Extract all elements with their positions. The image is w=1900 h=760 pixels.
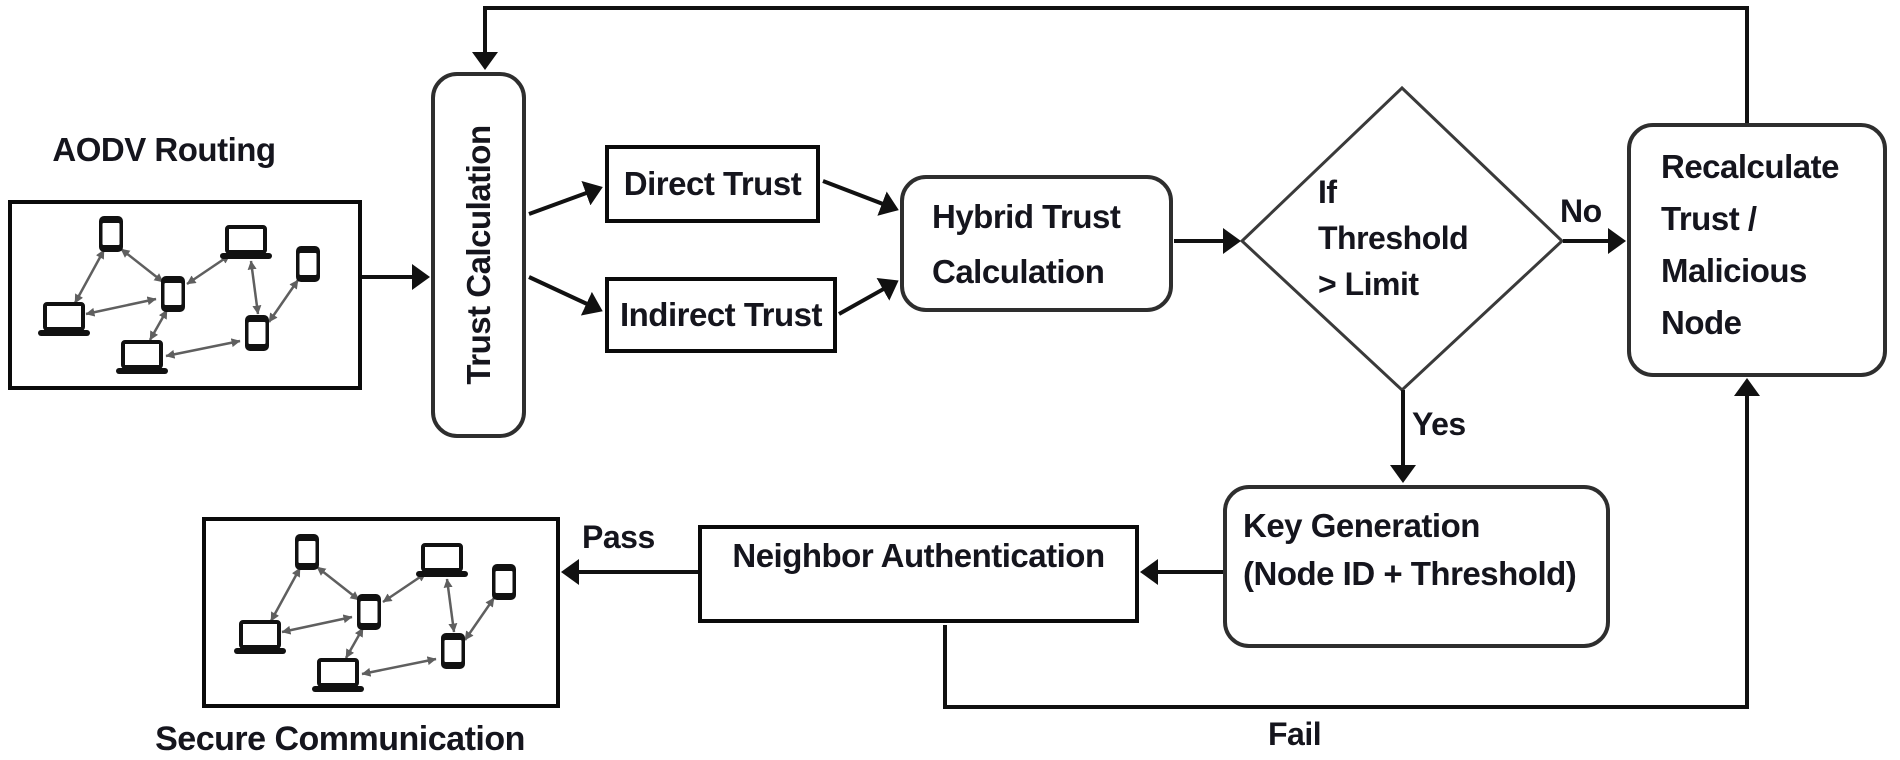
node-direct-trust: Direct Trust [605, 145, 820, 223]
trust-calculation-label: Trust Calculation [459, 125, 497, 385]
node-key-generation: Key Generation (Node ID + Threshold) [1223, 485, 1610, 648]
node-recalculate-trust-malicious: Recalculate Trust / Malicious Node [1627, 123, 1887, 377]
decision-line2: Threshold [1318, 220, 1469, 256]
aodv-network-box [8, 200, 362, 390]
neighbor-authentication-label: Neighbor Authentication [732, 537, 1105, 574]
edge-label-no: No [1560, 193, 1602, 229]
direct-trust-label: Direct Trust [623, 165, 802, 202]
hybrid-trust-line1: Hybrid Trust [932, 198, 1121, 235]
node-neighbor-authentication: Neighbor Authentication [698, 525, 1139, 623]
arrow-trust-to-indirect [528, 275, 603, 316]
node-hybrid-trust-calculation: Hybrid Trust Calculation [900, 175, 1173, 312]
edge-label-fail: Fail [1268, 716, 1322, 752]
arrow-direct-to-hybrid [822, 179, 899, 216]
edge-label-yes: Yes [1412, 406, 1466, 442]
aodv-routing-label: AODV Routing [52, 131, 276, 168]
recalculate-line3: Malicious [1661, 252, 1807, 289]
arrow-recalculate-loop-to-trust [472, 6, 1749, 123]
edge-label-pass: Pass [582, 519, 655, 555]
hybrid-trust-line2: Calculation [932, 253, 1105, 290]
node-trust-calculation: Trust Calculation [431, 72, 526, 438]
node-indirect-trust: Indirect Trust [605, 277, 837, 353]
arrow-trust-to-direct [528, 180, 603, 216]
arrow-indirect-to-hybrid [838, 278, 899, 316]
secure-communication-label: Secure Communication [155, 720, 525, 758]
recalculate-line2: Trust / [1661, 200, 1757, 237]
key-generation-line1: Key Generation [1243, 507, 1480, 544]
recalculate-line4: Node [1661, 304, 1742, 341]
key-generation-line2: (Node ID + Threshold) [1243, 555, 1577, 592]
indirect-trust-label: Indirect Trust [619, 296, 823, 333]
decision-line3: > Limit [1318, 266, 1419, 302]
secure-network-box [202, 517, 560, 708]
recalculate-line1: Recalculate [1661, 148, 1839, 185]
decision-line1: If [1318, 174, 1337, 210]
decision-threshold-label: If Threshold > Limit [1318, 169, 1498, 307]
